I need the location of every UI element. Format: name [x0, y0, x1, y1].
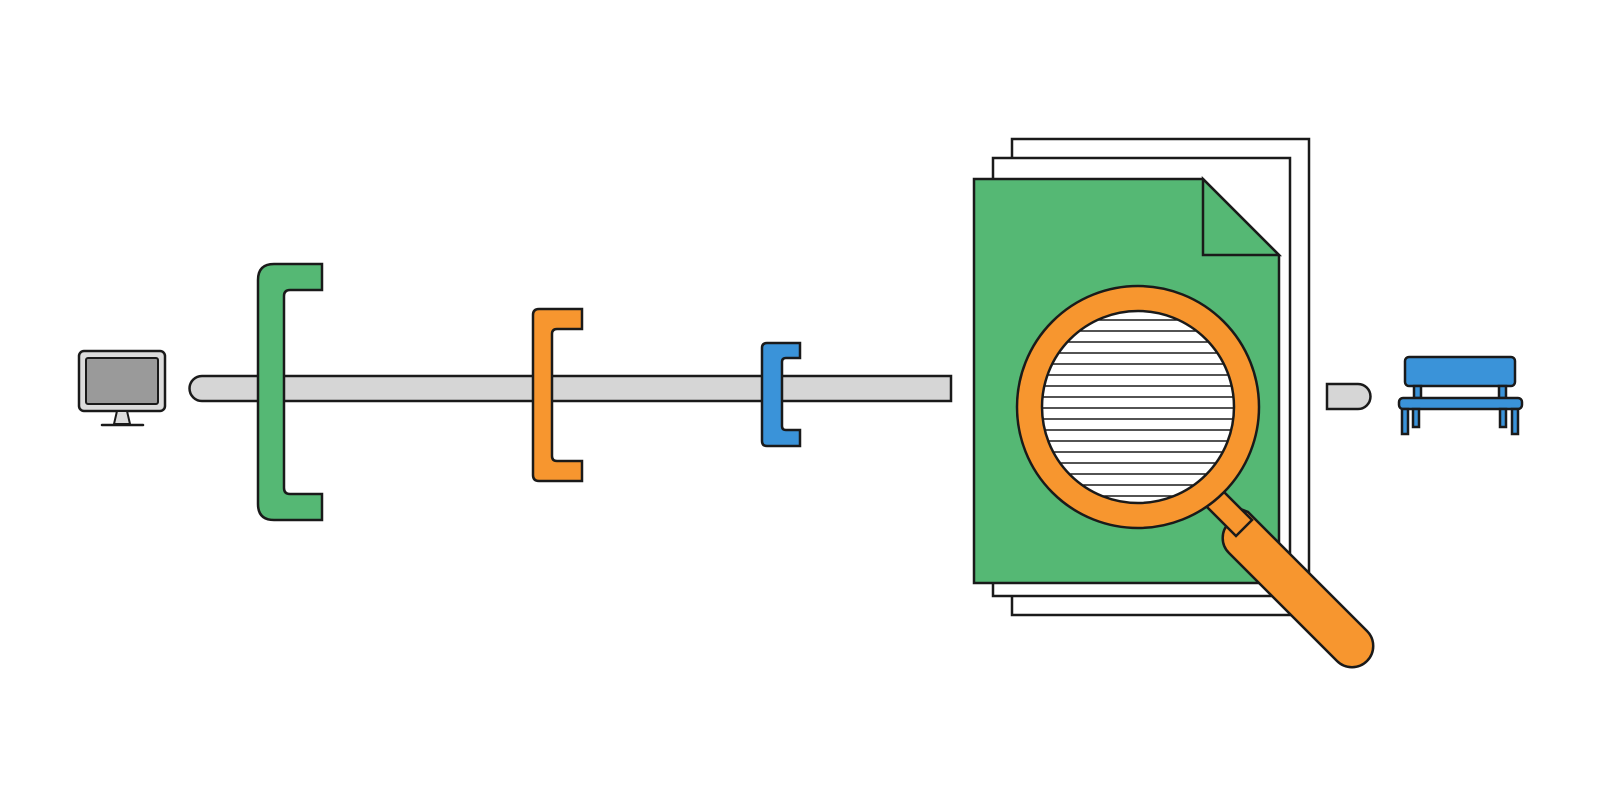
bench-backrest [1403, 355, 1517, 388]
magnifier-handle [1210, 481, 1375, 669]
bench-leg-back-right [1498, 407, 1508, 429]
pipeline-pipe [188, 374, 953, 403]
bracket-large [256, 262, 324, 522]
lens-text-lines [1042, 319, 1234, 497]
monitor-screen [85, 357, 159, 405]
bench-back-post-right [1497, 384, 1508, 400]
magnifying-glass-icon [1015, 284, 1375, 669]
document-fold [1201, 175, 1283, 257]
bench-back-post-left [1412, 384, 1423, 400]
bench-leg-front-left [1400, 407, 1410, 436]
bench-leg-front-right [1510, 407, 1520, 436]
magnifier-lens [1040, 309, 1236, 505]
output-pipe [1325, 382, 1372, 411]
computer-monitor-icon [77, 349, 167, 427]
bench-icon [1397, 355, 1524, 436]
monitor-stand [112, 410, 132, 425]
bench-leg-back-left [1411, 407, 1421, 429]
bench-seat [1397, 396, 1524, 411]
bracket-small [760, 341, 802, 448]
bracket-medium [531, 307, 584, 483]
